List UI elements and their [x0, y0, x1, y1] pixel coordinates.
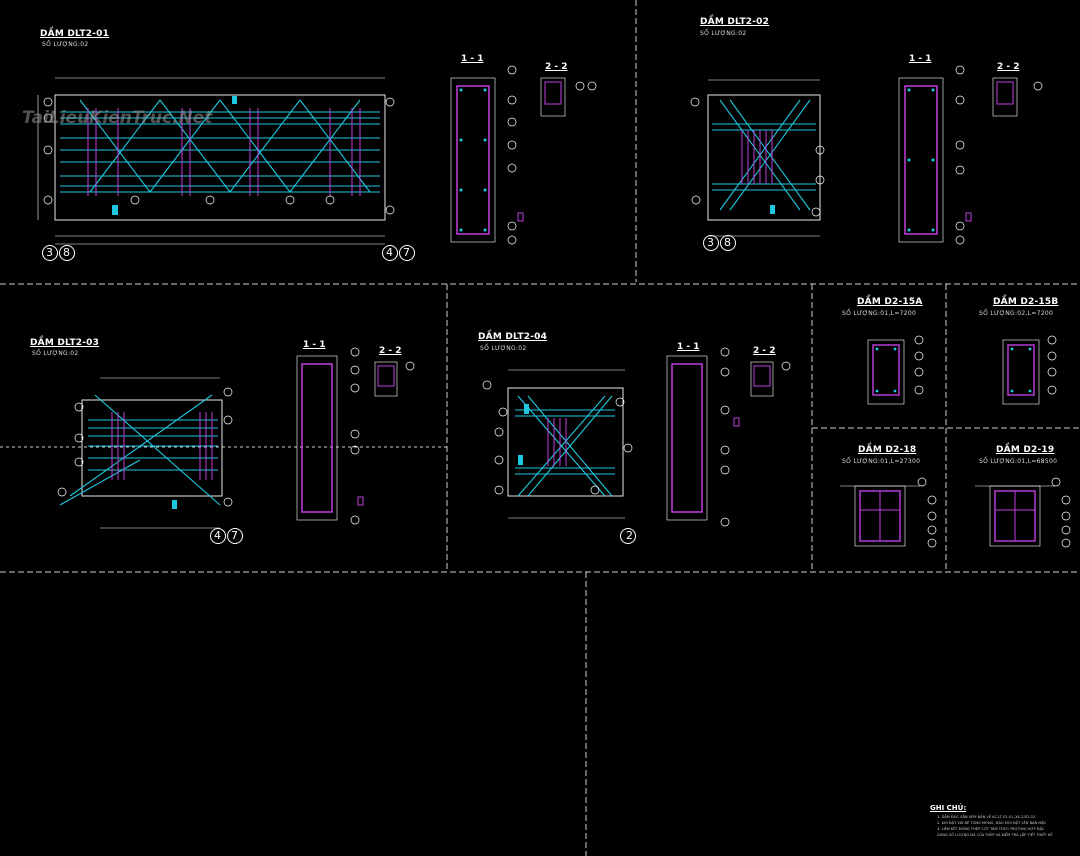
grid-circle — [59, 245, 75, 261]
beam-qty-d2-19: SỐ LƯỢNG:01,L=68500 — [979, 458, 1058, 465]
beam-dlt2-04-section-2-2 — [750, 361, 791, 397]
beam-dlt2-03-section-1-1 — [296, 347, 364, 525]
beam-qty-d2-15b: SỐ LƯỢNG:02,L=7200 — [979, 310, 1054, 317]
section-label-2-2: 2 - 2 — [379, 346, 402, 356]
note-line: 3. LIÊN KẾT ĐÓNG THÉP CỐT TÂM THEO TRƯỜN… — [937, 827, 1045, 831]
note-line: 2. KHI ĐẶT VẢI BÊ TÔNG MÓNG, ĐẦU MỐI ĐẶT… — [937, 821, 1047, 825]
beam-qty-dlt2-03: SỐ LƯỢNG:02 — [32, 350, 79, 357]
beam-title-dlt2-01: DẦM DLT2-01 — [40, 29, 110, 39]
section-label-2-2: 2 - 2 — [545, 62, 568, 72]
beam-qty-d2-18: SỐ LƯỢNG:01,L=27300 — [842, 458, 921, 465]
section-label-2-2: 2 - 2 — [997, 62, 1020, 72]
beam-dlt2-02-section-2-2 — [992, 77, 1043, 117]
beam-title-dlt2-02: DẦM DLT2-02 — [700, 17, 770, 27]
beam-dlt2-03-section-2-2 — [374, 361, 415, 397]
beam-dlt2-01-elevation — [37, 77, 395, 245]
beam-title-dlt2-04: DẦM DLT2-04 — [478, 332, 548, 342]
beam-title-d2-15b: DẦM D2-15B — [993, 297, 1059, 307]
grid-circle — [703, 235, 719, 251]
grid-circle — [382, 245, 398, 261]
beam-dlt2-04-elevation — [482, 369, 633, 519]
grid-circle — [720, 235, 736, 251]
grid-circle — [42, 245, 58, 261]
beam-title-d2-15a: DẦM D2-15A — [857, 297, 923, 307]
beam-d2-15a-section — [867, 335, 924, 405]
beam-dlt2-01-section-1-1 — [450, 65, 524, 245]
section-label-2-2: 2 - 2 — [753, 346, 776, 356]
beam-qty-dlt2-04: SỐ LƯỢNG:02 — [480, 345, 527, 352]
beam-dlt2-02-section-1-1 — [898, 65, 972, 245]
beam-qty-dlt2-01: SỐ LƯỢNG:02 — [42, 41, 89, 48]
grid-circle — [227, 528, 243, 544]
beam-dlt2-02-elevation — [690, 79, 825, 237]
notes-title: GHI CHÚ: — [930, 804, 967, 812]
beam-d2-15b-section — [1002, 335, 1057, 405]
watermark-logo: TaiLieuKienTruc.Net — [22, 108, 213, 128]
beam-title-d2-18: DẦM D2-18 — [858, 445, 917, 455]
section-label-1-1: 1 - 1 — [303, 340, 326, 350]
section-label-1-1: 1 - 1 — [909, 54, 932, 64]
grid-circle — [399, 245, 415, 261]
note-line: 1. DẦM ĐÚC SẴN XEM BẢN VẼ KC-LT-02-01_XE… — [937, 815, 1036, 819]
beam-dlt2-04-section-1-1 — [666, 347, 740, 527]
grid-circle — [210, 528, 226, 544]
grid-circle — [620, 528, 636, 544]
beam-title-dlt2-03: DẦM DLT2-03 — [30, 338, 100, 348]
section-label-1-1: 1 - 1 — [461, 54, 484, 64]
beam-dlt2-01-section-2-2 — [540, 77, 597, 117]
note-line: DÙNG SỐ LƯỢNG ĐÁ CỦA THÉP VÀ KIỂM TRA LẮ… — [937, 833, 1053, 837]
section-label-1-1: 1 - 1 — [677, 342, 700, 352]
beam-d2-18-section — [840, 477, 937, 548]
beam-qty-d2-15a: SỐ LƯỢNG:01,L=7200 — [842, 310, 917, 317]
beam-dlt2-03-elevation — [57, 377, 233, 529]
beam-title-d2-19: DẦM D2-19 — [996, 445, 1055, 455]
beam-d2-19-section — [975, 477, 1071, 548]
beam-qty-dlt2-02: SỐ LƯỢNG:02 — [700, 30, 747, 37]
